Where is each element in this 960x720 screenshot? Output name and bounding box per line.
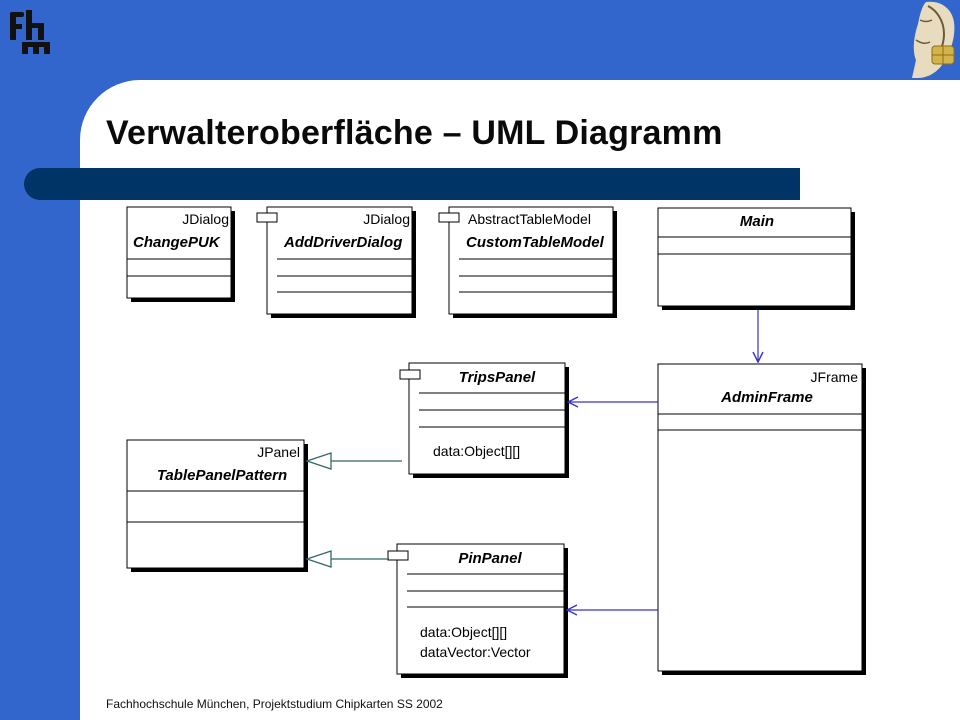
component-icon xyxy=(256,212,278,223)
table-panel-pattern-stereotype: JPanel xyxy=(257,444,300,460)
pin-panel-attribute-data: data:Object[][] xyxy=(420,624,507,640)
class-custom-table-model: AbstractTableModel CustomTableModel xyxy=(438,206,617,318)
class-add-driver-dialog: JDialog AddDriverDialog xyxy=(256,206,416,318)
custom-table-model-name: CustomTableModel xyxy=(466,234,605,251)
chipcard-face-illustration xyxy=(906,0,960,80)
admin-frame-name: AdminFrame xyxy=(720,389,813,406)
trips-panel-attribute: data:Object[][] xyxy=(433,443,520,459)
class-main: Main xyxy=(657,207,855,310)
class-trips-panel: TripsPanel data:Object[][] xyxy=(399,362,569,478)
component-icon xyxy=(387,550,409,561)
class-change-puk: JDialog ChangePUK xyxy=(126,206,235,302)
class-pin-panel: PinPanel data:Object[][] dataVector:Vect… xyxy=(387,543,568,678)
component-icon xyxy=(399,369,421,380)
component-icon xyxy=(438,212,460,223)
custom-table-model-stereotype: AbstractTableModel xyxy=(468,211,591,227)
trips-panel-name: TripsPanel xyxy=(459,369,536,386)
slide-footer: Fachhochschule München, Projektstudium C… xyxy=(106,697,443,711)
slide-title: Verwalteroberfläche – UML Diagramm xyxy=(106,114,723,152)
add-driver-dialog-name: AddDriverDialog xyxy=(283,234,402,251)
pin-panel-attribute-datavector: dataVector:Vector xyxy=(420,644,531,660)
fhm-logo xyxy=(10,10,50,54)
title-underline-bar xyxy=(24,168,800,200)
main-name: Main xyxy=(740,213,774,230)
class-table-panel-pattern: JPanel TablePanelPattern xyxy=(126,439,308,572)
change-puk-stereotype: JDialog xyxy=(182,211,229,227)
add-driver-dialog-stereotype: JDialog xyxy=(363,211,410,227)
class-admin-frame: JFrame AdminFrame xyxy=(657,363,866,675)
table-panel-pattern-name: TablePanelPattern xyxy=(157,467,287,484)
admin-frame-stereotype: JFrame xyxy=(811,369,859,385)
change-puk-name: ChangePUK xyxy=(133,234,221,251)
pin-panel-name: PinPanel xyxy=(458,550,522,567)
